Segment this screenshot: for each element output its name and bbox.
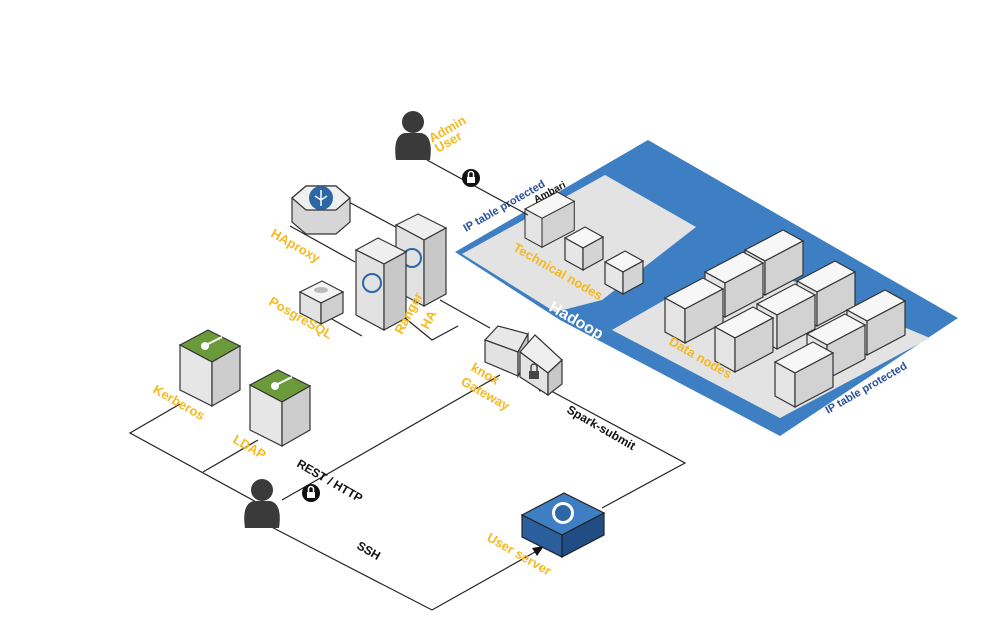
globe-icon <box>362 273 382 293</box>
user[interactable] <box>244 479 280 528</box>
haproxy-node[interactable] <box>291 185 351 235</box>
padlock-icon <box>529 363 539 379</box>
person-icon <box>395 111 431 160</box>
admin-user[interactable]: Admin User <box>395 111 469 160</box>
lock-icon <box>461 168 481 188</box>
ranger-server-front[interactable] <box>354 237 408 332</box>
arrow-to-user-server <box>532 546 544 556</box>
spark-submit-label: Spark-submit <box>565 402 638 452</box>
kerberos-server[interactable] <box>178 329 242 408</box>
ssh-label: SSH <box>355 538 383 562</box>
key-icon <box>271 376 293 390</box>
database-icon <box>314 287 328 293</box>
knox-gateway[interactable] <box>483 325 563 397</box>
posgresql-node[interactable] <box>298 280 345 325</box>
connection-lines <box>128 159 687 611</box>
person-icon <box>244 479 280 528</box>
lock-icon <box>301 483 321 503</box>
ha-label: HA <box>417 307 439 331</box>
key-icon <box>201 336 223 350</box>
ldap-server[interactable] <box>248 369 312 448</box>
user-server[interactable] <box>520 492 606 558</box>
